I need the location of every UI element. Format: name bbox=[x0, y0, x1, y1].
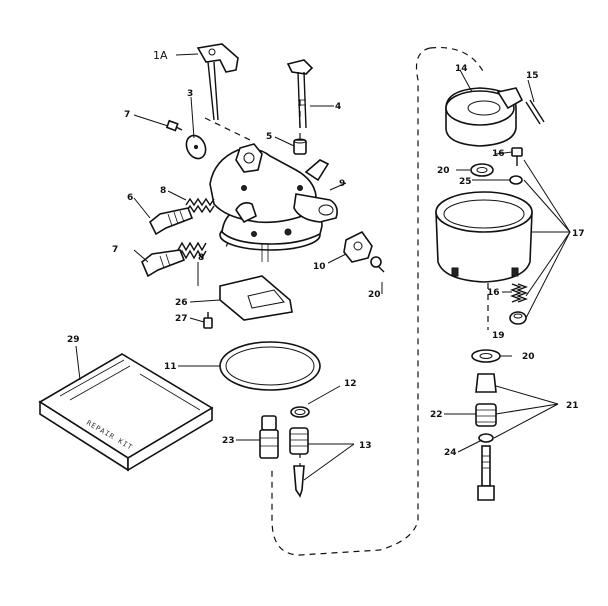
part-20-screw bbox=[370, 256, 385, 273]
callout-8-upper: 8 bbox=[160, 186, 166, 196]
part-12-washer bbox=[290, 406, 310, 418]
callout-25: 25 bbox=[459, 177, 472, 187]
callout-1a: 1A bbox=[153, 49, 168, 62]
callout-4: 4 bbox=[335, 102, 341, 112]
callout-24: 24 bbox=[444, 448, 457, 458]
part-4-choke-shaft bbox=[286, 59, 314, 129]
part-25-washer bbox=[509, 175, 523, 185]
callout-14: 14 bbox=[455, 64, 468, 74]
callout-17: 17 bbox=[572, 229, 585, 239]
part-8-lower-spring bbox=[177, 241, 207, 260]
callout-5: 5 bbox=[266, 132, 272, 142]
callout-26: 26 bbox=[175, 298, 188, 308]
callout-20-bottom: 20 bbox=[522, 352, 535, 362]
part-7-lower-screw bbox=[141, 249, 186, 278]
part-27-pin bbox=[203, 312, 213, 329]
leader-lines bbox=[75, 53, 571, 481]
part-1a-throttle-shaft bbox=[196, 43, 239, 121]
part-20-gasket-top bbox=[470, 163, 494, 177]
callout-11: 11 bbox=[164, 362, 177, 372]
part-7-upper-screw bbox=[165, 119, 183, 132]
callout-10: 10 bbox=[313, 262, 326, 272]
callout-22: 22 bbox=[430, 410, 443, 420]
part-13-needle-seat bbox=[289, 427, 309, 498]
part-19-nut bbox=[509, 311, 527, 325]
part-6-idle-screw bbox=[148, 207, 194, 236]
callout-3: 3 bbox=[187, 89, 193, 99]
callout-7-lower: 7 bbox=[112, 245, 118, 255]
part-5-seal bbox=[293, 138, 307, 155]
callout-13: 13 bbox=[359, 441, 372, 451]
part-16-spring bbox=[510, 283, 528, 303]
part-14-cover-ring bbox=[445, 87, 524, 147]
callout-16-mid: 16 bbox=[487, 288, 500, 298]
part-24-washer bbox=[478, 433, 494, 443]
callout-29: 29 bbox=[67, 335, 80, 345]
part-10-bracket bbox=[343, 230, 373, 263]
part-8-upper-spring bbox=[185, 197, 215, 214]
callout-6: 6 bbox=[127, 193, 133, 203]
callout-16-top: 16 bbox=[492, 149, 505, 159]
callout-21: 21 bbox=[566, 401, 579, 411]
callout-9: 9 bbox=[339, 179, 345, 189]
part-23-main-jet bbox=[259, 415, 279, 459]
part-21-bowl-nut bbox=[475, 373, 497, 427]
callout-15: 15 bbox=[526, 71, 539, 81]
callout-19: 19 bbox=[492, 331, 505, 341]
callout-20-top: 20 bbox=[437, 166, 450, 176]
part-15-screw bbox=[525, 99, 545, 125]
callout-8-lower: 8 bbox=[198, 253, 204, 263]
callout-20-mid: 20 bbox=[368, 290, 381, 300]
part-29-repair-kit-box bbox=[38, 353, 214, 472]
callout-23: 23 bbox=[222, 436, 235, 446]
part-26-float bbox=[219, 275, 293, 321]
part-21-needle bbox=[477, 445, 495, 501]
part-16-screw bbox=[511, 147, 523, 166]
part-3-throttle-plate bbox=[185, 134, 207, 160]
callout-7-upper: 7 bbox=[124, 110, 130, 120]
part-20-gasket-bottom bbox=[471, 349, 501, 363]
part-17-float-bowl bbox=[435, 191, 533, 283]
part-11-gasket bbox=[219, 341, 321, 391]
callout-27: 27 bbox=[175, 314, 188, 324]
callout-12: 12 bbox=[344, 379, 357, 389]
part-9-carburetor-body bbox=[209, 143, 338, 262]
